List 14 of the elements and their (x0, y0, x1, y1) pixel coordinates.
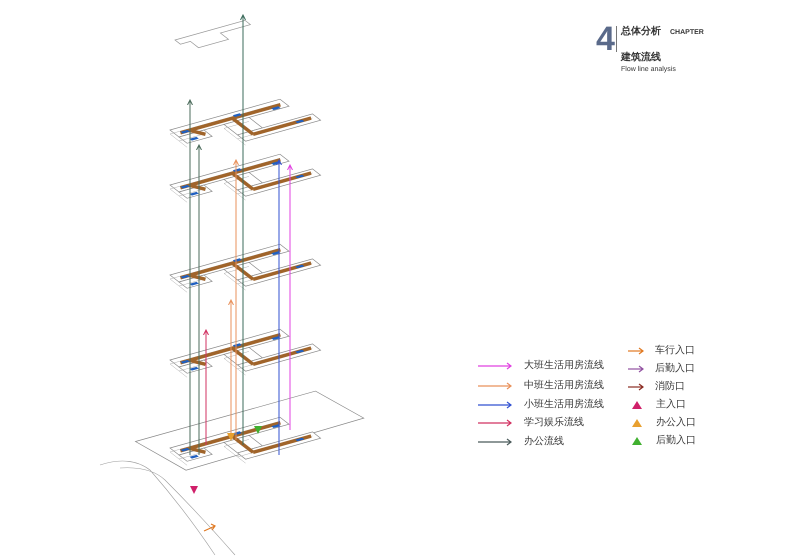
legend-label: 大班生活用房流线 (524, 360, 604, 372)
chapter-heading: 总体分析 (621, 26, 661, 38)
legend-label: 后勤入口 (656, 435, 696, 447)
chapter-number: 4 (596, 22, 615, 56)
legend-label: 学习娱乐流线 (524, 417, 584, 429)
legend-label: 小班生活用房流线 (524, 399, 604, 411)
legend-label: 后勤入口 (655, 363, 695, 375)
legend-label: 办公入口 (656, 417, 696, 429)
legend-label: 主入口 (656, 399, 686, 411)
section-heading: 建筑流线 (621, 52, 661, 64)
legend-label: 中班生活用房流线 (524, 380, 604, 392)
legend-label: 车行入口 (655, 345, 695, 357)
legend-label: 消防口 (655, 381, 685, 393)
legend-label: 办公流线 (524, 436, 564, 448)
